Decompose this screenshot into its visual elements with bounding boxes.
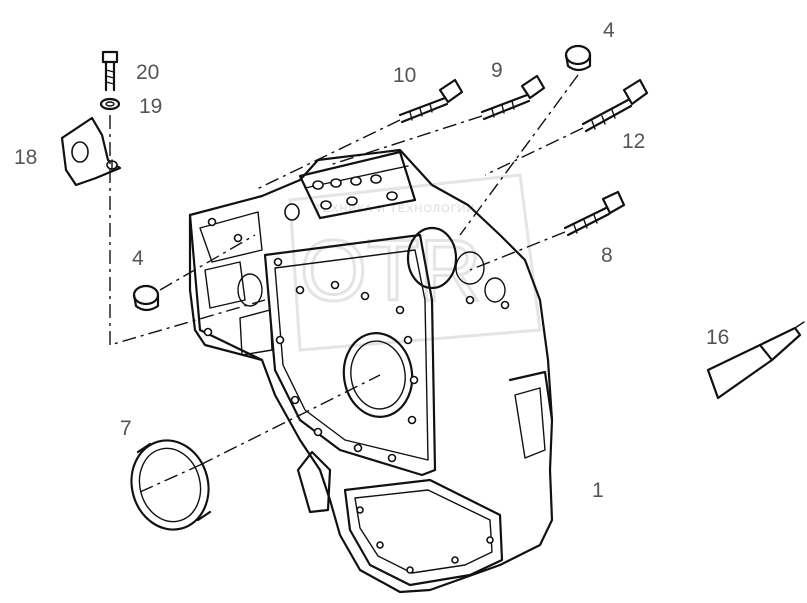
callout-8: 8 — [601, 244, 613, 267]
plug-upper — [564, 44, 592, 72]
callout-4-left: 4 — [132, 247, 144, 270]
callout-1: 1 — [592, 479, 604, 502]
callout-19: 19 — [139, 95, 162, 118]
callout-9: 9 — [491, 59, 503, 82]
callout-4-upper: 4 — [603, 19, 615, 42]
bolt-12 — [581, 78, 649, 133]
callout-10: 10 — [393, 64, 416, 87]
bolt-8 — [563, 190, 626, 237]
callout-18: 18 — [14, 146, 37, 169]
bolt-9 — [480, 74, 546, 121]
seal-ring — [130, 439, 212, 531]
assembly-lines — [109, 74, 584, 493]
sealant-tube-16 — [706, 321, 805, 400]
callout-labels: 20 19 18 10 9 4 12 8 4 16 7 1 — [14, 19, 729, 502]
flywheel-housing — [188, 148, 554, 594]
washer-19 — [99, 97, 121, 111]
callout-12: 12 — [622, 130, 645, 153]
bracket-18 — [60, 116, 122, 187]
callout-20: 20 — [136, 61, 159, 84]
plug-left — [132, 284, 160, 312]
bolt-10 — [398, 78, 464, 124]
callout-7: 7 — [120, 417, 132, 440]
callout-16: 16 — [706, 326, 729, 349]
bolt-20 — [101, 50, 119, 92]
